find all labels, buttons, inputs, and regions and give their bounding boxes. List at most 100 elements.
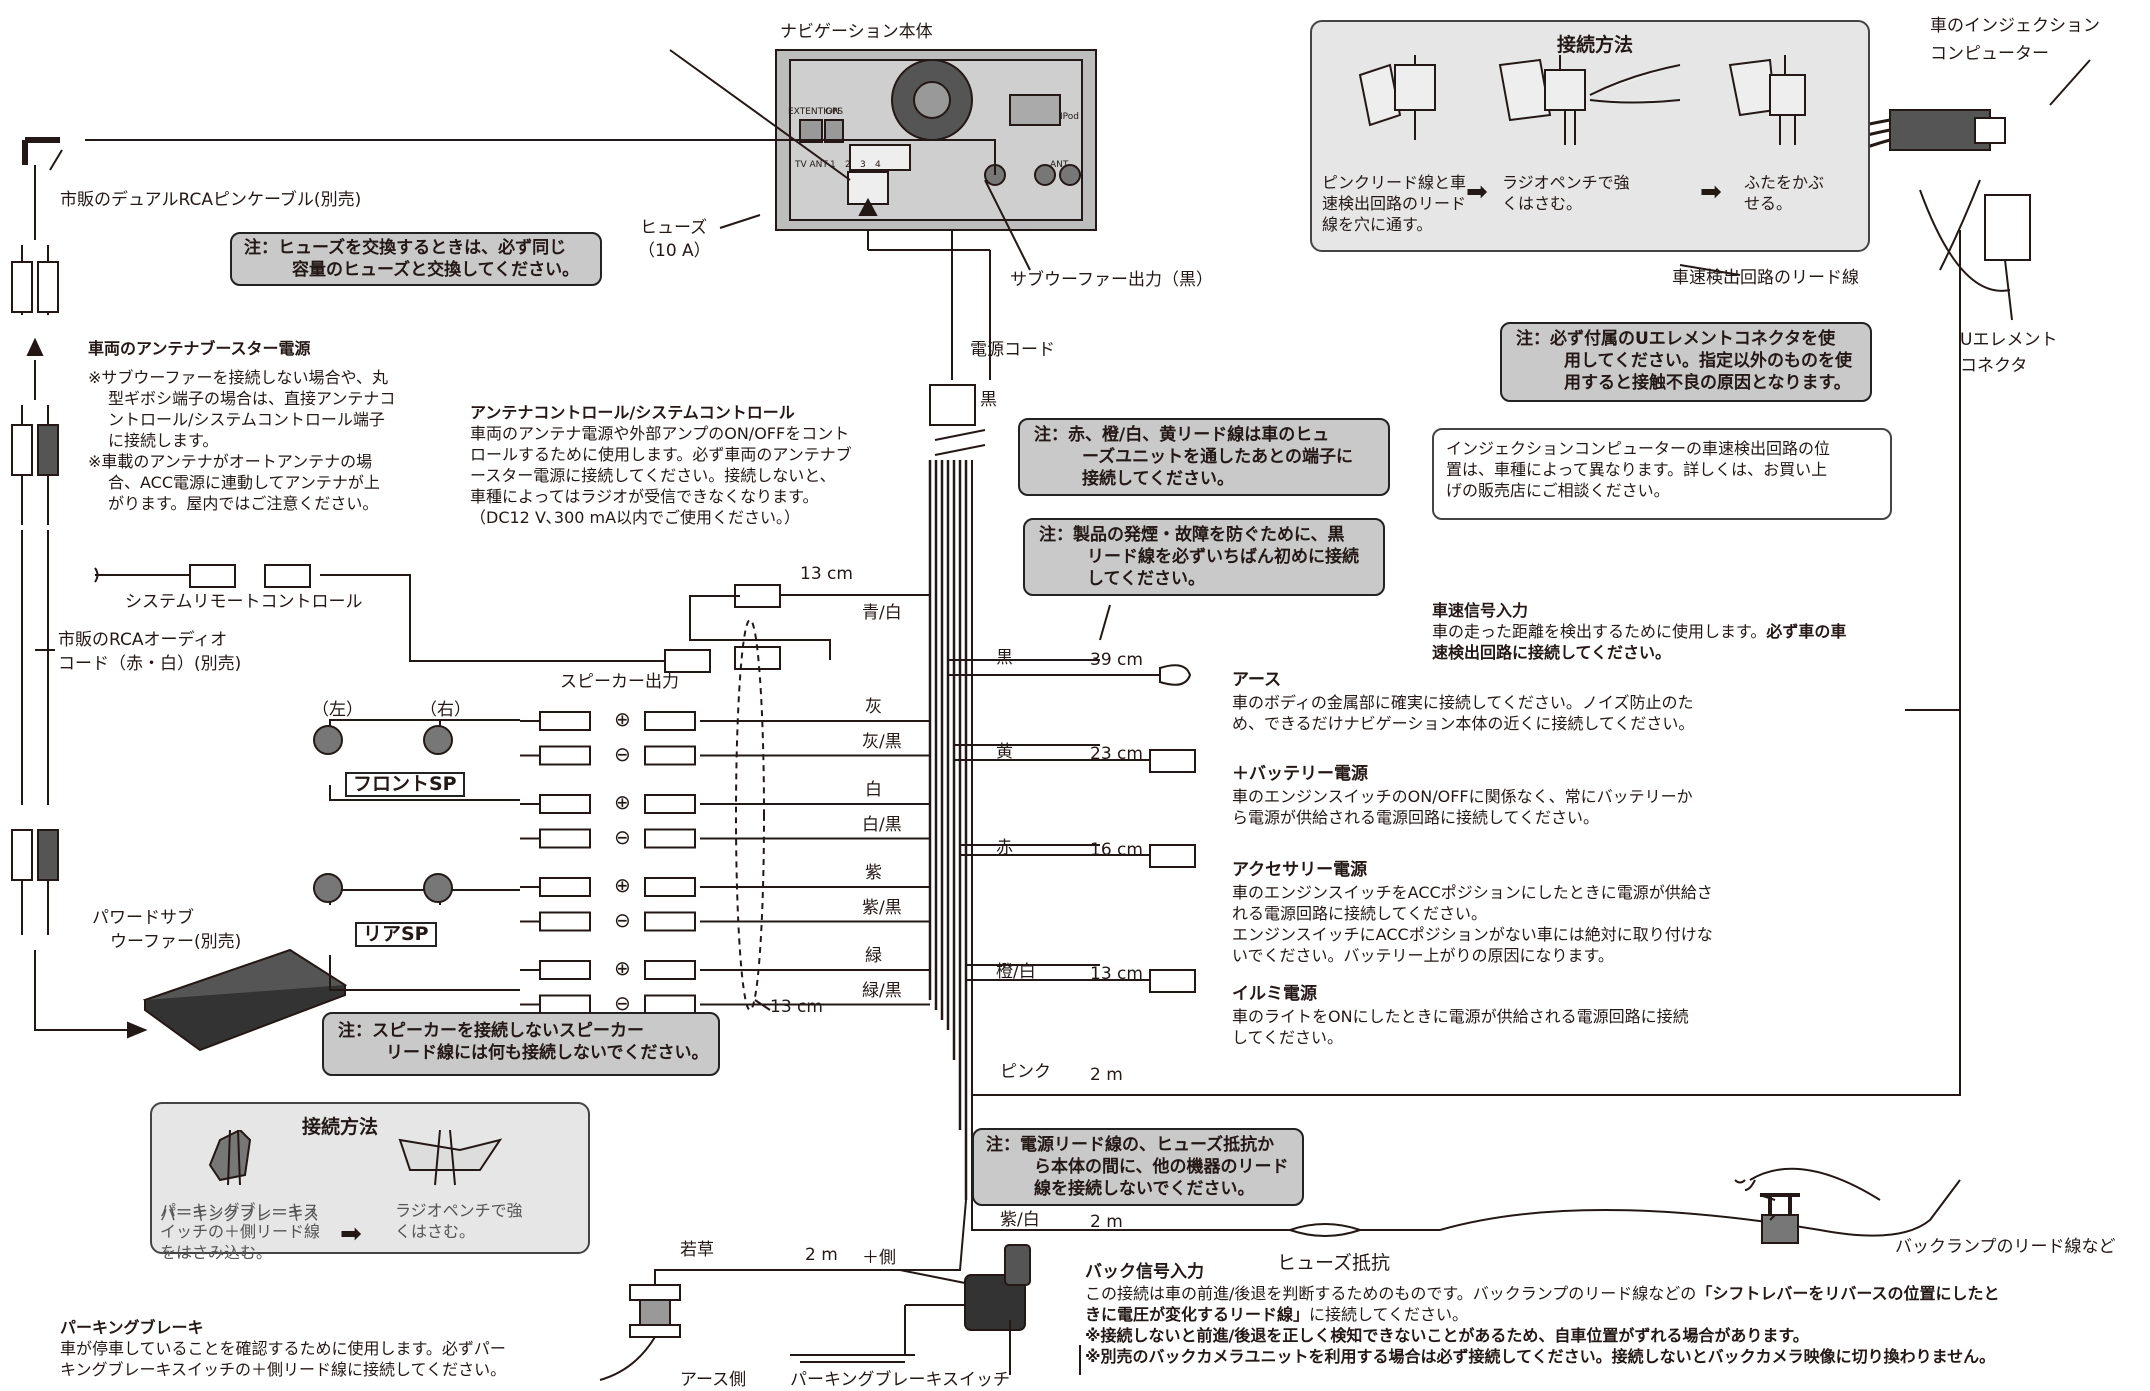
speaker-terminal-female — [644, 960, 696, 980]
power-cord-black: 黒 — [980, 390, 997, 410]
port-3: 3 — [860, 160, 866, 170]
speed-signal: 車速信号入力 車の走った距離を検出するために使用します。必ず車の車 速検出回路に… — [1432, 601, 1847, 662]
power-wire-desc: いでください。バッテリー上がりの原因になります。 — [1232, 946, 1614, 965]
speed-step3: ふたをかぶ せる。 — [1744, 173, 1825, 213]
nav-unit-title: ナビゲーション本体 — [780, 22, 933, 42]
purple-white-color: 紫/白 — [1000, 1210, 1040, 1230]
minus-terminal-icon: ⊖ — [614, 907, 631, 932]
plus-terminal-icon: ⊕ — [614, 956, 631, 980]
power-wire-desc: 車のライトをONにしたときに電源が供給される電源回路に接続 — [1232, 1007, 1689, 1026]
speaker-terminal-female — [644, 711, 696, 731]
power-wire-desc: ら電源が供給される電源回路に接続してください。 — [1232, 808, 1600, 827]
speaker-terminal-female — [644, 877, 696, 897]
speaker-wire-color: 白 — [865, 780, 882, 800]
power-wire-color: 橙/白 — [996, 962, 1036, 982]
port-tv-ant: TV ANT — [795, 160, 828, 170]
power-wire-len: 16 cm — [1090, 840, 1143, 860]
speaker-terminal-female — [644, 994, 696, 1015]
power-wire-desc: エンジンスイッチにACCポジションがない車には絶対に取り付けな — [1232, 925, 1713, 944]
speaker-wire-color: 白/黒 — [862, 814, 902, 835]
front-sp-label: フロントSP — [345, 772, 465, 797]
parking-step1: パーキングブレーキス イッチの＋側リード線 をはさみ込む。 — [160, 1201, 321, 1262]
parking-method-illustration — [208, 1130, 503, 1186]
antenna-booster: 車両のアンテナブースター電源 ※サブウーファーを接続しない場合や、丸 型ギボシ端… — [88, 339, 396, 513]
arrow-right-icon-3: ➡ — [1700, 177, 1722, 207]
port-1: 1 — [830, 160, 836, 170]
speaker-terminal-male — [539, 911, 591, 932]
power-wire-color: 黄 — [996, 742, 1013, 762]
speaker-terminal-female — [644, 828, 696, 849]
speaker-wire-color: 緑 — [865, 946, 882, 966]
parking-ground-side: アース側 — [680, 1370, 747, 1390]
right-label: （右） — [420, 700, 471, 720]
power-lead-callout: 注：電源リード線の、ヒューズ抵抗か ら本体の間に、他の機器のリード 線を接続しな… — [972, 1128, 1304, 1206]
u-element-label-2: コネクタ — [1960, 356, 2028, 376]
port-ipod: IPod — [1060, 112, 1079, 122]
minus-terminal-icon: ⊖ — [614, 824, 631, 849]
injection-note: インジェクションコンピューターの車速検出回路の位 置は、車種によって異なります。… — [1432, 428, 1892, 520]
power-wire-desc: め、できるだけナビゲーション本体の近くに接続してください。 — [1232, 714, 1695, 733]
speaker-terminal-male — [539, 745, 591, 766]
rca-audio-label-1: 市販のRCAオーディオ — [58, 630, 228, 650]
power-wire-len: 23 cm — [1090, 744, 1143, 764]
wire-blue-white: 青/白 — [862, 603, 902, 623]
power-wire-desc: してください。 — [1232, 1028, 1344, 1047]
power-wire-color: 黒 — [996, 648, 1013, 668]
power-wire-color: 赤 — [996, 838, 1013, 858]
injection-label-1: 車のインジェクション — [1930, 16, 2100, 36]
fuse-label: ヒューズ — [640, 218, 708, 238]
len-13cm-bottom: 13 cm — [770, 997, 823, 1017]
power-wire-desc: 車のエンジンスイッチのON/OFFに関係なく、常にバッテリーか — [1232, 787, 1693, 806]
speaker-callout: 注：スピーカーを接続しないスピーカー リード線には何も接続しないでください。 — [322, 1012, 720, 1076]
port-ant: ANT — [1050, 160, 1069, 170]
speaker-terminal-male — [539, 828, 591, 849]
minus-terminal-icon: ⊖ — [614, 741, 631, 766]
speaker-wire-color: 灰/黒 — [862, 731, 902, 752]
speed-lead-label: 車速検出回路のリード線 — [1672, 268, 1859, 288]
speaker-terminal-female — [644, 911, 696, 932]
antenna-control: アンテナコントロール/システムコントロール 車両のアンテナ電源や外部アンプのON… — [470, 403, 852, 527]
speaker-terminal-male — [539, 794, 591, 814]
back-signal: バック信号入力 この接続は車の前進/後退を判断するためのものです。バックランプの… — [1085, 1262, 2000, 1366]
rear-sp-label: リアSP — [355, 922, 437, 947]
power-wire-len: 13 cm — [1090, 964, 1143, 984]
len-13cm-top: 13 cm — [800, 564, 853, 584]
rca-audio-label-2: コード（赤・白）(別売) — [58, 654, 242, 674]
pink-wire-color: ピンク — [1000, 1062, 1051, 1082]
parking-brake: パーキングブレーキ 車が停車していることを確認するために使用します。必ずパー キ… — [60, 1318, 507, 1379]
speaker-terminal-male — [539, 711, 591, 731]
subwoofer-out-label: サブウーファー出力（黒） — [1010, 270, 1213, 290]
parking-switch-label: パーキングブレーキスイッチ — [790, 1370, 1010, 1390]
power-wire-title: ＋バッテリー電源 — [1232, 764, 1368, 784]
powered-sub-label-1: パワードサブ — [92, 908, 194, 928]
speaker-wire-color: 紫/黒 — [862, 897, 902, 918]
injection-label-2: コンピューター — [1930, 44, 2049, 64]
speaker-terminal-male — [539, 994, 591, 1015]
speaker-terminal-male — [539, 877, 591, 897]
black-wire-callout: 注：製品の発煙・故障を防ぐために、黒 リード線を必ずいちばん初めに接続 してくだ… — [1023, 518, 1385, 596]
power-wire-len: 39 cm — [1090, 650, 1143, 670]
power-wire-title: アース — [1232, 670, 1282, 690]
rca-cable-label: 市販のデュアルRCAピンケーブル(別売) — [60, 190, 362, 210]
parking-step2: ラジオペンチで強 くはさむ。 — [395, 1201, 523, 1241]
speed-step2: ラジオペンチで強 くはさむ。 — [1502, 173, 1630, 213]
left-label: （左） — [312, 700, 363, 720]
speaker-terminal-female — [644, 794, 696, 814]
fuse-resistor-label: ヒューズ抵抗 — [1277, 1252, 1391, 1274]
speaker-wire-color: 緑/黒 — [862, 980, 902, 1001]
system-remote-label: システムリモートコントロール — [125, 592, 363, 612]
power-wire-title: アクセサリー電源 — [1232, 860, 1368, 880]
power-wire-desc: 車のボディの金属部に確実に接続してください。ノイズ防止のた — [1232, 693, 1694, 712]
back-lamp-label: バックランプのリード線など — [1895, 1237, 2116, 1257]
port-2: 2 — [845, 160, 851, 170]
power-wire-desc: 車のエンジンスイッチをACCポジションにしたときに電源が供給さ — [1232, 883, 1713, 902]
speaker-wire-color: 灰 — [865, 697, 882, 717]
plus-terminal-icon: ⊕ — [614, 873, 631, 897]
port-extention: EXTENTION — [788, 107, 840, 117]
speaker-wire-color: 紫 — [865, 863, 882, 883]
port-gps: GPS — [825, 107, 844, 117]
plus-terminal-icon: ⊕ — [614, 707, 631, 731]
parking-wire-len: 2 m — [805, 1245, 838, 1265]
arrow-right-icon: ➡ — [340, 1219, 362, 1249]
